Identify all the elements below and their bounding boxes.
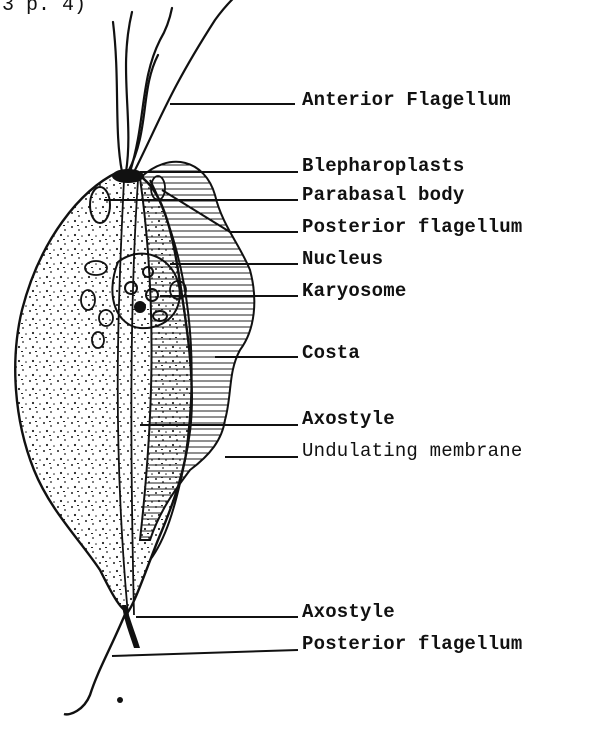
cell-body (15, 172, 192, 612)
blepharoplast-mark (112, 169, 144, 183)
posterior-tip (122, 605, 140, 648)
label-costa: Costa (302, 342, 360, 364)
label-nucleus: Nucleus (302, 248, 383, 270)
label-parabasal-body: Parabasal body (302, 184, 464, 206)
anterior-flagella (113, 0, 240, 172)
posterior-flagellum-tail (64, 612, 126, 714)
label-karyosome: Karyosome (302, 280, 406, 302)
karyosome-shape (135, 302, 145, 312)
label-posterior-flagellum-top: Posterior flagellum (302, 216, 522, 238)
label-undulating-membrane: Undulating membrane (302, 440, 522, 462)
label-blepharoplasts: Blepharoplasts (302, 155, 464, 177)
label-anterior-flagellum: Anterior Flagellum (302, 89, 511, 111)
label-posterior-flagellum-bottom: Posterior flagellum (302, 633, 522, 655)
label-axostyle-top: Axostyle (302, 408, 395, 430)
label-axostyle-bottom: Axostyle (302, 601, 395, 623)
